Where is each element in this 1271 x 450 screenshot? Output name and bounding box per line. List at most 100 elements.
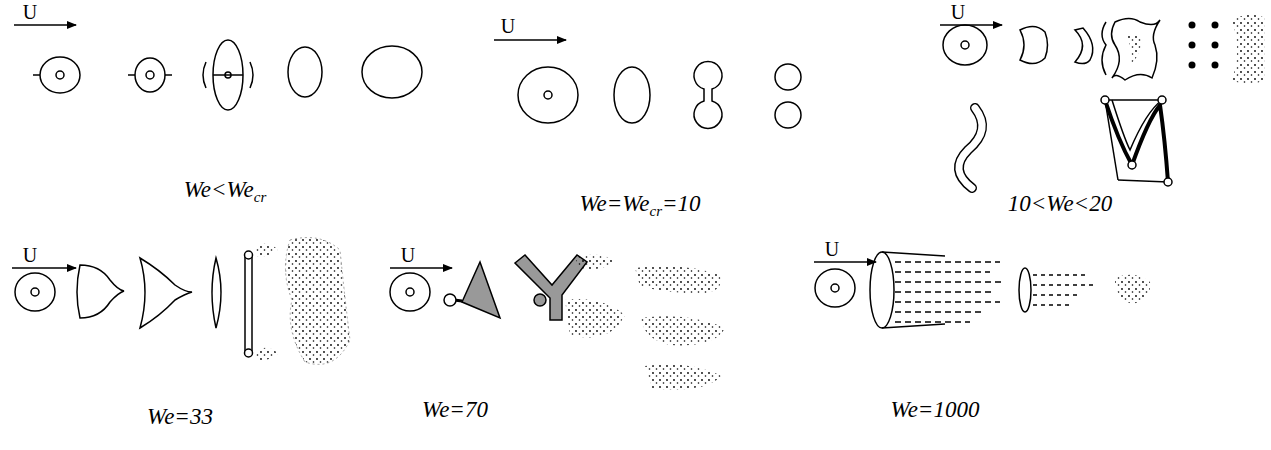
motion-arc <box>250 62 253 88</box>
subscript: cr <box>650 203 663 219</box>
spray <box>575 255 615 269</box>
label-text: U <box>23 1 37 23</box>
droplet <box>1189 22 1196 29</box>
daughter-drop <box>775 102 801 128</box>
label-text: U <box>501 15 515 37</box>
daughter-drop <box>775 64 801 90</box>
flow-arrow <box>14 24 76 26</box>
tick <box>128 74 135 76</box>
droplet <box>1212 42 1219 49</box>
flow-arrow <box>814 261 876 263</box>
drop <box>40 57 80 93</box>
velocity-label: U <box>23 2 37 22</box>
drop-core <box>56 71 64 79</box>
rim-node <box>1158 96 1166 104</box>
drop-deformed <box>1020 26 1048 63</box>
rim <box>244 256 246 352</box>
drop-deformed <box>140 258 192 328</box>
velocity-label: U <box>825 239 839 259</box>
spray <box>1125 35 1141 65</box>
label-text: U <box>951 1 965 23</box>
velocity-label: U <box>951 2 965 22</box>
velocity-label: U <box>501 16 515 36</box>
spray-streaks <box>1033 275 1095 305</box>
drop-crescent <box>1075 28 1093 64</box>
weber-number-label: We=1000 <box>891 398 980 421</box>
drop <box>15 273 55 311</box>
film-edge <box>882 252 945 256</box>
spray-cloud <box>1115 275 1150 304</box>
rim-node <box>1101 96 1109 104</box>
sheet-rim <box>1102 22 1106 75</box>
spray-cloud <box>640 316 725 345</box>
bag-sheet <box>1112 19 1161 81</box>
label-text: U <box>23 244 37 266</box>
rim-end <box>245 349 253 357</box>
droplet <box>1212 62 1219 69</box>
ligament-fill <box>959 108 982 188</box>
weber-number-label: We=70 <box>422 398 488 421</box>
label-text: We=33 <box>147 404 213 429</box>
rim-end <box>245 251 253 259</box>
spray <box>256 348 278 361</box>
spray-streaks <box>895 262 1005 322</box>
label-text: We<We <box>184 177 254 202</box>
drop <box>135 58 165 92</box>
droplet <box>1212 22 1219 29</box>
drop-core <box>544 91 552 99</box>
drop <box>614 67 650 123</box>
drop-core-remnant <box>1019 268 1031 312</box>
label-text: =10 <box>662 191 701 216</box>
spray-cloud <box>285 238 350 365</box>
drop <box>518 67 578 123</box>
velocity-label: U <box>401 245 415 265</box>
weber-number-label: We=Wecr=10 <box>579 192 700 215</box>
drop-deformed <box>77 265 124 318</box>
weber-number-label: We<Wecr <box>184 178 267 201</box>
velocity-label: U <box>23 245 37 265</box>
rim-node <box>1128 161 1136 169</box>
tick <box>33 74 40 76</box>
droplet <box>1189 42 1196 49</box>
drop-stripping <box>462 262 500 318</box>
stem-knob <box>444 294 456 306</box>
tick <box>165 74 172 76</box>
drop <box>943 25 987 65</box>
flow-arrow <box>494 39 566 41</box>
drop <box>288 47 322 97</box>
film-edge <box>882 324 945 328</box>
bag-rim <box>1105 100 1118 180</box>
drop <box>390 273 430 311</box>
weber-number-label: We=33 <box>147 405 213 428</box>
rim <box>251 256 253 352</box>
bag-rim <box>1105 100 1168 182</box>
drop-front <box>870 252 894 328</box>
label-text: We=1000 <box>891 397 980 422</box>
tick <box>213 74 243 76</box>
label-text: U <box>401 244 415 266</box>
label-text: We=We <box>579 191 649 216</box>
drop-core <box>225 72 231 78</box>
motion-arc <box>203 62 206 88</box>
subscript: cr <box>254 189 267 205</box>
ligament <box>959 108 982 188</box>
drop-core <box>831 284 839 292</box>
drop-core <box>406 288 414 296</box>
spray <box>256 244 278 257</box>
drop-flattened <box>213 40 243 110</box>
spray-cloud <box>635 266 721 294</box>
spray-cloud <box>1232 14 1265 84</box>
rim-node <box>1164 178 1172 186</box>
weber-number-label: 10<We<20 <box>1008 192 1112 215</box>
flow-arrow <box>390 267 452 269</box>
label-text: U <box>825 238 839 260</box>
bag-rim <box>1118 180 1168 182</box>
dumbbell-drop <box>694 62 722 129</box>
bag-rim <box>1105 99 1162 101</box>
drop-lens <box>212 258 221 328</box>
drop <box>362 46 422 98</box>
label-text: We=70 <box>422 397 488 422</box>
label-text: 10<We<20 <box>1008 191 1112 216</box>
